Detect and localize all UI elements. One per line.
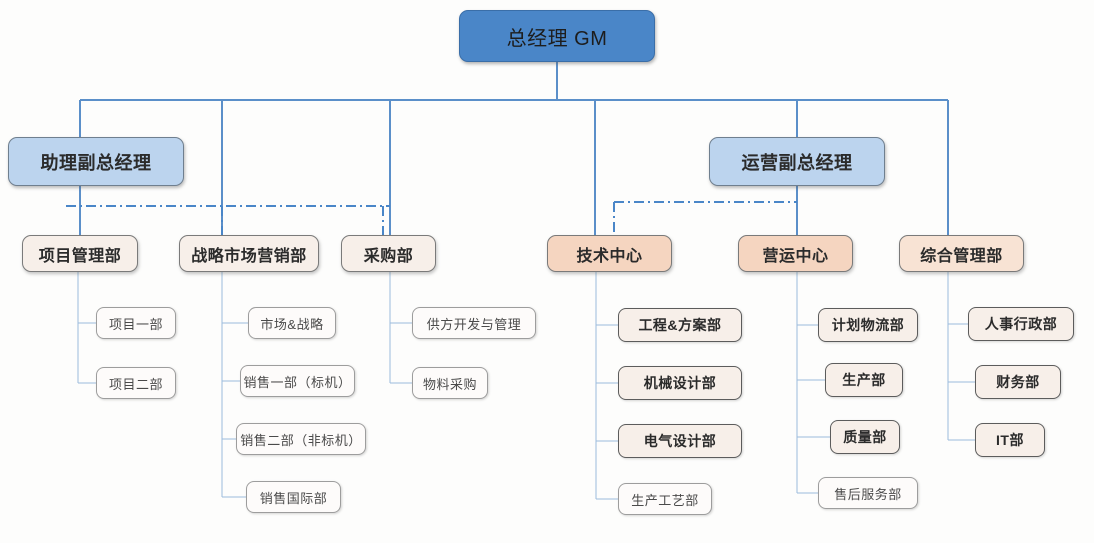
node-label: 战略市场营销部 [191,247,307,265]
node-operations-center[interactable]: 营运中心 [738,235,853,272]
node-label: 物料采购 [422,376,477,392]
node-planning-logistics-dept[interactable]: 计划物流部 [818,308,918,342]
node-label: 人事行政部 [984,316,1058,332]
node-finance-dept[interactable]: 财务部 [975,365,1061,399]
node-production-dept[interactable]: 生产部 [825,363,903,397]
node-label: 计划物流部 [831,317,905,333]
node-label: 售后服务部 [834,486,902,502]
node-project-team-1[interactable]: 项目一部 [96,307,176,339]
node-label: 供方开发与管理 [426,316,522,332]
node-label: 市场&战略 [260,316,324,332]
node-label: 销售国际部 [259,490,328,506]
node-sales-team-2-nonstandard[interactable]: 销售二部（非标机） [236,423,366,455]
node-label: 质量部 [843,429,887,445]
node-technology-center[interactable]: 技术中心 [547,235,672,272]
node-sales-team-1-standard[interactable]: 销售一部（标机） [240,365,355,397]
node-label: 生产工艺部 [631,492,699,508]
node-label: 销售二部（非标机） [240,432,362,448]
node-strategic-marketing-dept[interactable]: 战略市场营销部 [179,235,319,272]
node-label: 项目管理部 [38,247,122,265]
node-label: 采购部 [363,247,414,265]
node-label: IT部 [996,432,1024,448]
node-project-management-dept[interactable]: 项目管理部 [22,235,138,272]
node-label: 项目一部 [108,316,163,332]
node-operations-vice-gm[interactable]: 运营副总经理 [709,137,885,186]
node-material-purchasing[interactable]: 物料采购 [412,367,488,399]
node-mechanical-design-dept[interactable]: 机械设计部 [618,366,742,400]
node-label: 项目二部 [108,376,163,392]
node-electrical-design-dept[interactable]: 电气设计部 [618,424,742,458]
node-label: 技术中心 [576,247,643,265]
node-general-administration-dept[interactable]: 综合管理部 [899,235,1024,272]
node-label: 营运中心 [762,247,829,265]
node-hr-administration-dept[interactable]: 人事行政部 [968,307,1074,341]
node-label: 电气设计部 [643,433,717,449]
node-it-dept[interactable]: IT部 [975,423,1045,457]
node-label: 运营副总经理 [741,152,853,173]
node-international-sales[interactable]: 销售国际部 [246,481,341,513]
node-after-sales-service-dept[interactable]: 售后服务部 [818,477,918,509]
node-project-team-2[interactable]: 项目二部 [96,367,176,399]
node-label: 总经理 GM [506,27,608,50]
node-label: 综合管理部 [920,247,1003,265]
node-production-process-dept[interactable]: 生产工艺部 [618,483,712,515]
node-label: 工程&方案部 [638,317,722,333]
node-label: 财务部 [996,374,1040,390]
node-label: 生产部 [842,372,886,388]
node-supplier-development-management[interactable]: 供方开发与管理 [412,307,536,339]
node-market-and-strategy[interactable]: 市场&战略 [248,307,336,339]
node-purchasing-dept[interactable]: 采购部 [341,235,436,272]
node-label: 助理副总经理 [40,152,152,173]
node-engineering-solution-dept[interactable]: 工程&方案部 [618,308,742,342]
node-assistant-vice-gm[interactable]: 助理副总经理 [8,137,184,186]
node-quality-dept[interactable]: 质量部 [830,420,900,454]
node-general-manager[interactable]: 总经理 GM [459,10,655,62]
node-label: 销售一部（标机） [243,374,352,390]
node-label: 机械设计部 [643,375,717,391]
